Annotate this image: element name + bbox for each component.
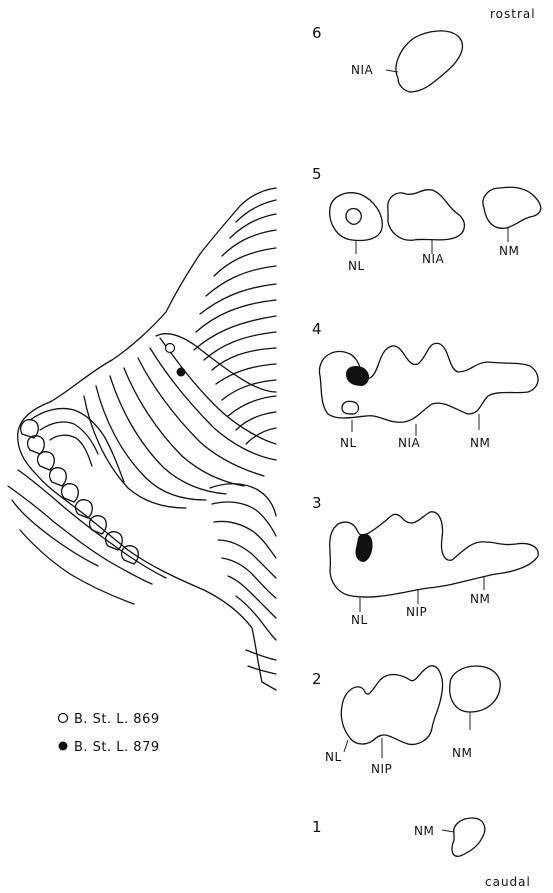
- legend-label-869: B. St. L. 869: [74, 712, 160, 727]
- filled-lesion-marker: [346, 366, 369, 386]
- filled-lesion-marker: [355, 534, 372, 562]
- caudal-label: caudal: [485, 875, 531, 889]
- open-lesion-marker: [342, 401, 359, 414]
- label-nm: NM: [470, 436, 490, 450]
- label-nl: NL: [340, 436, 357, 450]
- section-2: 2 NL NIP NM: [312, 666, 500, 776]
- label-nm: NM: [499, 244, 519, 258]
- section-2-main-outline: [341, 666, 442, 745]
- section-4: 4 NL NIA NM: [312, 320, 538, 450]
- section-number: 6: [312, 24, 322, 42]
- label-nip: NIP: [406, 605, 427, 619]
- nm-outline: [452, 818, 485, 856]
- cerebellum-drawing: [8, 188, 276, 690]
- legend-label-879: B. St. L. 879: [74, 740, 160, 755]
- open-circle-marker: [166, 344, 175, 353]
- label-nl: NL: [351, 613, 368, 627]
- label-nia: NIA: [351, 63, 374, 77]
- legend: B. St. L. 869 B. St. L. 879: [59, 712, 160, 755]
- nm-outline: [450, 666, 501, 712]
- section-number: 2: [312, 670, 322, 688]
- label-nm: NM: [452, 746, 472, 760]
- nia-outline: [388, 190, 465, 241]
- label-nl: NL: [348, 259, 365, 273]
- section-1: 1 NM: [312, 818, 485, 856]
- section-number: 3: [312, 494, 322, 512]
- rostral-label: rostral: [490, 7, 536, 21]
- legend-open-circle-icon: [59, 714, 68, 723]
- section-5: 5 NL NIA NM: [312, 165, 541, 273]
- section-number: 1: [312, 818, 322, 836]
- label-nm: NM: [414, 824, 434, 838]
- section-6: 6 NIA: [312, 24, 462, 92]
- label-nia: NIA: [398, 436, 421, 450]
- label-nl: NL: [325, 750, 342, 764]
- label-nia: NIA: [422, 252, 445, 266]
- legend-filled-circle-icon: [59, 742, 68, 751]
- nl-outline: [330, 193, 383, 241]
- filled-circle-marker: [177, 368, 186, 377]
- nia-outline: [396, 31, 462, 92]
- nl-inner-circle: [346, 209, 361, 225]
- nm-outline: [483, 187, 541, 228]
- section-number: 4: [312, 320, 322, 338]
- section-number: 5: [312, 165, 322, 183]
- label-nm: NM: [470, 592, 490, 606]
- label-nip: NIP: [371, 762, 392, 776]
- section-3: 3 NL NIP NM: [312, 494, 538, 627]
